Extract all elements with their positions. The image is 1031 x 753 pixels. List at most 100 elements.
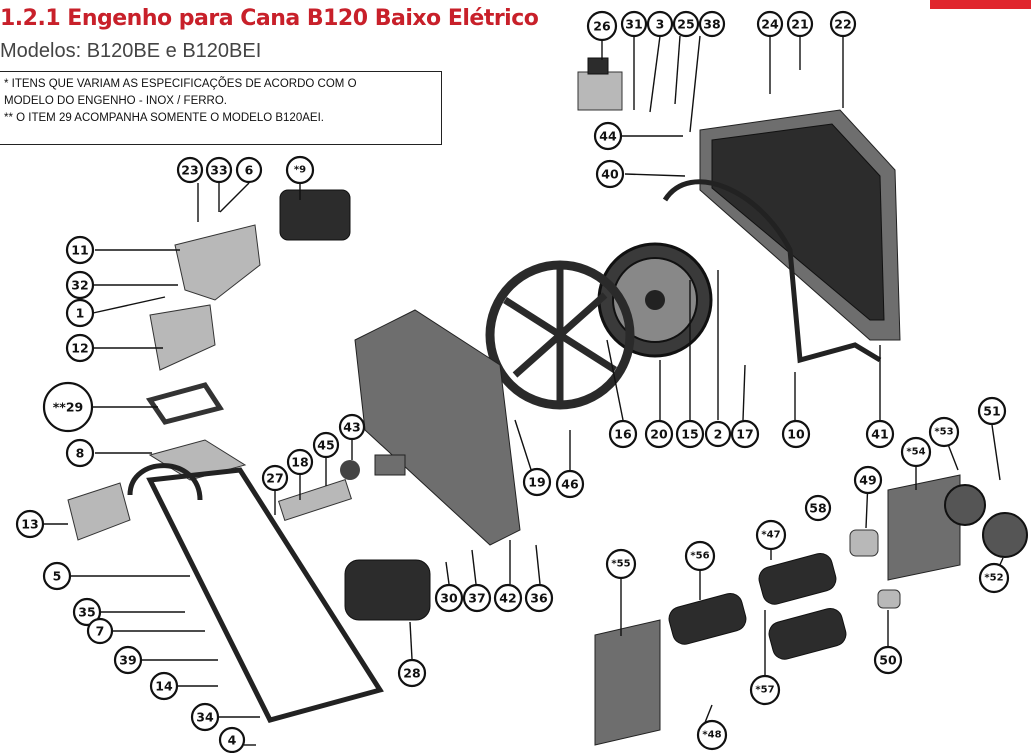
svg-text:13: 13 <box>21 517 38 532</box>
callout-41: 41 <box>865 419 895 449</box>
svg-text:25: 25 <box>677 17 694 32</box>
bushing-part <box>849 529 879 557</box>
callout-42: 42 <box>493 583 523 613</box>
motor-cover-part <box>67 482 131 541</box>
svg-text:49: 49 <box>859 473 876 488</box>
svg-text:6: 6 <box>245 163 254 178</box>
callout-36: 36 <box>524 583 554 613</box>
svg-text:**29: **29 <box>53 400 83 415</box>
callout-57: *57 <box>749 674 781 706</box>
callout-33: 33 <box>205 156 233 184</box>
note-line: MODELO DO ENGENHO - INOX / FERRO. <box>4 95 227 107</box>
callout-27: 27 <box>261 464 289 492</box>
svg-text:2: 2 <box>714 427 723 442</box>
callout-58: 58 <box>804 494 832 522</box>
svg-text:7: 7 <box>96 624 105 639</box>
svg-text:8: 8 <box>76 446 85 461</box>
callout-52: *52 <box>978 562 1010 594</box>
callout-16: 16 <box>608 419 638 449</box>
hopper-bottom-part <box>149 304 216 371</box>
svg-text:*53: *53 <box>934 427 953 438</box>
roller-part <box>758 553 837 605</box>
callout-14: 14 <box>149 671 179 701</box>
base-stand-part <box>146 467 384 723</box>
svg-text:*47: *47 <box>761 530 780 541</box>
bushing-part <box>877 589 901 609</box>
gear-center-part <box>645 290 665 310</box>
svg-text:*55: *55 <box>611 559 630 570</box>
svg-text:15: 15 <box>681 427 698 442</box>
small-gear-part <box>944 484 986 526</box>
callout-32: 32 <box>65 270 95 300</box>
svg-text:58: 58 <box>809 501 826 516</box>
small-gear-part <box>982 512 1028 558</box>
svg-text:27: 27 <box>266 471 283 486</box>
svg-text:*48: *48 <box>702 730 721 741</box>
hopper-top-part <box>174 224 261 301</box>
callout-47: *47 <box>755 519 787 551</box>
callout-5: 5 <box>42 561 72 591</box>
callout-48: *48 <box>696 719 728 751</box>
svg-text:35: 35 <box>78 605 95 620</box>
note-line: ** O ITEM 29 ACOMPANHA SOMENTE O MODELO … <box>4 112 324 124</box>
callout-22: 22 <box>829 10 857 38</box>
top-accent-bar <box>930 0 1031 9</box>
callout-54: *54 <box>900 436 932 468</box>
callout-10: 10 <box>781 419 811 449</box>
callout-38: 38 <box>698 10 726 38</box>
roller-part <box>768 608 847 660</box>
svg-text:16: 16 <box>614 427 632 442</box>
callout-1: 1 <box>65 298 95 328</box>
svg-text:41: 41 <box>871 427 888 442</box>
svg-text:12: 12 <box>71 341 88 356</box>
svg-text:30: 30 <box>440 591 458 606</box>
callout-39: 39 <box>113 645 143 675</box>
svg-text:18: 18 <box>291 455 308 470</box>
housing-right-part <box>887 474 961 581</box>
callout-6: 6 <box>235 156 263 184</box>
svg-text:22: 22 <box>834 17 851 32</box>
svg-text:4: 4 <box>228 733 237 748</box>
callout-28: 28 <box>397 658 427 688</box>
svg-text:34: 34 <box>196 710 214 725</box>
svg-text:*9: *9 <box>294 165 306 176</box>
svg-text:*56: *56 <box>690 551 709 562</box>
models-subtitle: Modelos: B120BE e B120BEI <box>0 40 262 62</box>
callout-21: 21 <box>786 10 814 38</box>
callout-45: 45 <box>312 431 340 459</box>
svg-text:51: 51 <box>983 404 1000 419</box>
callout-3: 3 <box>646 10 674 38</box>
callout-25: 25 <box>672 10 700 38</box>
callout-34: 34 <box>190 702 220 732</box>
callout-11: 11 <box>65 235 95 265</box>
bearing-part <box>340 460 360 480</box>
roller-part <box>668 593 747 645</box>
feed-frame-part <box>145 382 225 425</box>
svg-text:21: 21 <box>791 17 808 32</box>
callouts: 26 31 3 25 38 24 21 22 44 40 23 33 6 *9 … <box>15 10 1010 753</box>
svg-text:33: 33 <box>210 163 227 178</box>
callout-19: 19 <box>522 467 552 497</box>
svg-text:17: 17 <box>736 427 753 442</box>
svg-text:24: 24 <box>761 17 779 32</box>
svg-text:50: 50 <box>879 653 897 668</box>
motor-part <box>344 559 431 621</box>
svg-text:5: 5 <box>53 569 62 584</box>
svg-text:23: 23 <box>181 163 198 178</box>
control-switch-part <box>587 57 609 75</box>
svg-text:11: 11 <box>71 243 88 258</box>
callout-49: 49 <box>853 465 883 495</box>
svg-text:*54: *54 <box>906 447 925 458</box>
svg-text:32: 32 <box>71 278 88 293</box>
roller-assembly-part <box>279 189 351 241</box>
callout-29: **29 <box>42 381 94 433</box>
side-plate-part <box>354 309 521 546</box>
callout-9: *9 <box>285 155 315 185</box>
svg-text:42: 42 <box>499 591 516 606</box>
svg-text:37: 37 <box>468 591 485 606</box>
callout-43: 43 <box>338 413 366 441</box>
callout-37: 37 <box>462 583 492 613</box>
note-line: * ITENS QUE VARIAM AS ESPECIFICAÇÕES DE … <box>4 78 357 90</box>
housing-left-part <box>594 619 661 746</box>
